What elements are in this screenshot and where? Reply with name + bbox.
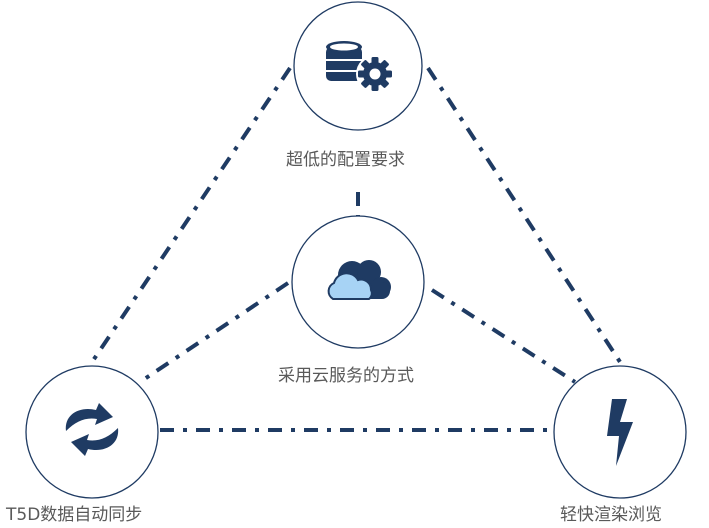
node-left (25, 365, 159, 499)
link-center-left (138, 281, 290, 384)
node-right (553, 365, 687, 499)
node-right-label: 轻快渲染浏览 (560, 505, 662, 525)
node-center-label: 采用云服务的方式 (278, 366, 414, 386)
sync-arrows-icon (65, 403, 119, 456)
database-gear-icon (326, 41, 394, 93)
node-left-label: T5D数据自动同步 (6, 505, 143, 525)
node-center (291, 215, 425, 349)
node-left-circle (25, 365, 159, 499)
lightning-bolt-icon (607, 399, 633, 466)
link-top-right (426, 66, 624, 367)
link-center-right (430, 288, 577, 384)
node-top-label: 超低的配置要求 (286, 150, 405, 170)
cloud-icon (327, 260, 391, 300)
node-top (293, 1, 423, 131)
link-top-left (88, 66, 292, 367)
